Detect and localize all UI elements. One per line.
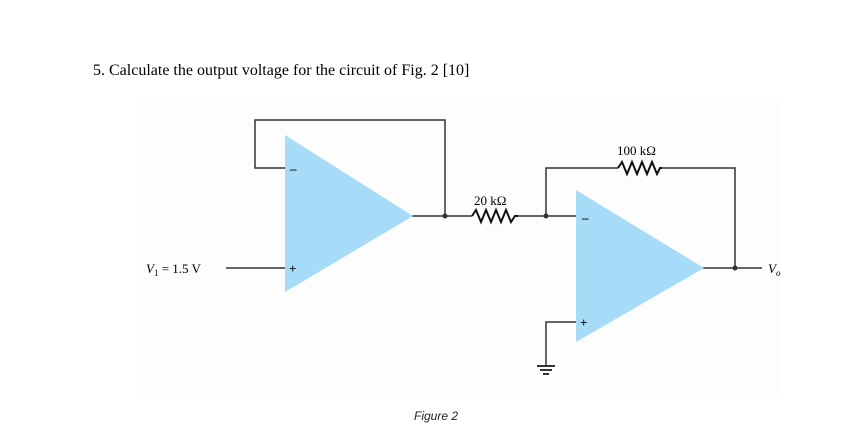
feedback-left-wire bbox=[545, 167, 618, 216]
junction-dot-output bbox=[732, 265, 738, 271]
junction-dot-node bbox=[543, 213, 549, 219]
ground-wire bbox=[545, 321, 576, 366]
opamp1-feedback-wire bbox=[254, 119, 446, 216]
resistor-20k bbox=[471, 207, 518, 225]
opamp1-minus-sign: – bbox=[289, 161, 297, 176]
question-text: 5. Calculate the output voltage for the … bbox=[93, 62, 470, 79]
resistor-20k-label: 20 kΩ bbox=[474, 193, 506, 208]
input-voltage-label: V1 = 1.5 V bbox=[146, 261, 202, 278]
figure-background bbox=[138, 100, 780, 393]
opamp-1 bbox=[285, 135, 413, 292]
opamp-2 bbox=[576, 190, 704, 342]
output-voltage-subscript: o bbox=[776, 268, 781, 278]
input-voltage-value: = 1.5 V bbox=[158, 261, 201, 276]
opamp2-plus-sign: + bbox=[580, 315, 587, 330]
junction-dot-opamp1-out bbox=[442, 213, 448, 219]
opamp1-plus-sign: + bbox=[289, 261, 296, 276]
output-voltage-label: Vo bbox=[768, 261, 781, 278]
resistor-100k bbox=[617, 159, 662, 177]
figure-caption: Figure 2 bbox=[414, 409, 459, 423]
resistor-100k-label: 100 kΩ bbox=[617, 143, 656, 158]
feedback-right-wire bbox=[662, 167, 736, 268]
opamp2-minus-sign: – bbox=[581, 210, 589, 225]
input-voltage-symbol: V bbox=[146, 261, 156, 276]
input-voltage-subscript: 1 bbox=[154, 268, 159, 278]
output-voltage-symbol: V bbox=[768, 261, 778, 276]
